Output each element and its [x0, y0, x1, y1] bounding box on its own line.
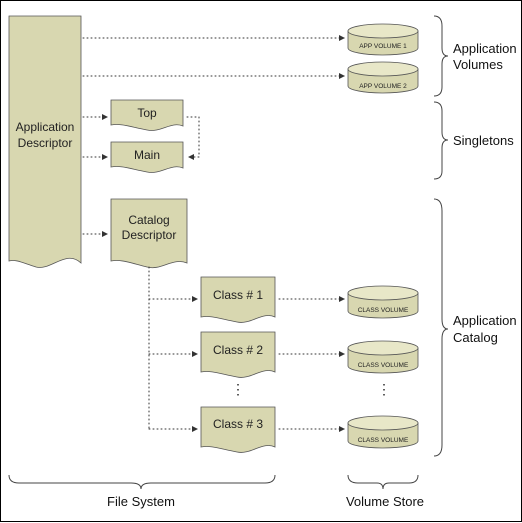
brace-volume-store [347, 474, 419, 490]
app-volume-2-label: APP VOLUME 2 [359, 83, 407, 90]
group-application-volumes-2: Volumes [453, 57, 503, 72]
connector-top-to-main [186, 116, 200, 160]
classes-ellipsis: ⋮ [231, 381, 245, 397]
class-volume-3-label: CLASS VOLUME [358, 437, 409, 444]
volumes-ellipsis: ⋮ [377, 381, 391, 397]
application-descriptor-doc: Application Descriptor [8, 15, 82, 268]
class-1-label: Class # 1 [213, 288, 263, 302]
class-2-label: Class # 2 [213, 343, 263, 357]
group-application-volumes-1: Application [453, 41, 517, 56]
brace-file-system [8, 474, 276, 490]
group-application-catalog-2: Catalog [453, 330, 498, 345]
catalog-descriptor-label-2: Descriptor [122, 228, 177, 242]
class-volume-3-cylinder: CLASS VOLUME [347, 415, 419, 449]
top-label: Top [137, 106, 157, 120]
app-volume-2-cylinder: APP VOLUME 2 [347, 61, 419, 94]
app-volume-1-cylinder: APP VOLUME 1 [347, 23, 419, 56]
main-doc: Main [110, 141, 184, 173]
app-volume-1-label: APP VOLUME 1 [359, 43, 407, 50]
class-3-label: Class # 3 [213, 417, 263, 431]
top-doc: Top [110, 99, 184, 131]
group-application-catalog-1: Application [453, 313, 517, 328]
brace-application-volumes [433, 15, 449, 97]
class-volume-1-cylinder: CLASS VOLUME [347, 285, 419, 319]
app-descriptor-label-1: Application [16, 120, 75, 134]
brace-singletons [433, 101, 449, 180]
class-3-doc: Class # 3 [200, 406, 276, 453]
connectors [82, 35, 345, 432]
class-volume-2-label: CLASS VOLUME [358, 362, 409, 369]
group-singletons: Singletons [453, 133, 514, 148]
main-label: Main [134, 148, 160, 162]
class-2-doc: Class # 2 [200, 331, 276, 378]
volume-store-label: Volume Store [346, 494, 424, 509]
file-system-label: File System [107, 494, 175, 509]
brace-application-catalog [433, 198, 449, 457]
app-descriptor-label-2: Descriptor [18, 136, 73, 150]
class-1-doc: Class # 1 [200, 276, 276, 323]
class-volume-2-cylinder: CLASS VOLUME [347, 340, 419, 374]
class-volume-1-label: CLASS VOLUME [358, 307, 409, 314]
catalog-descriptor-doc: Catalog Descriptor [110, 198, 188, 269]
catalog-descriptor-label-1: Catalog [128, 213, 169, 227]
